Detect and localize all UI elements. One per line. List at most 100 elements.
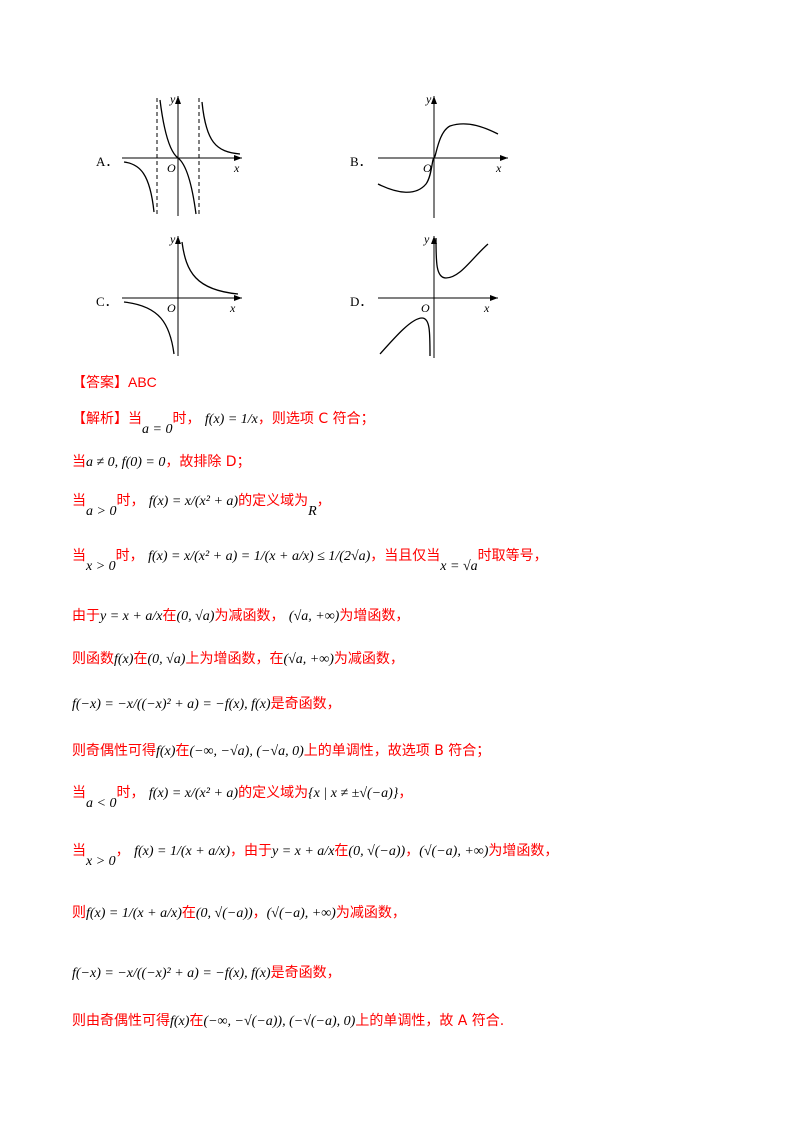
formula-inequality: f(x) = x/(x² + a) = 1/(x + a/x) ≤ 1/(2√a… <box>148 549 371 564</box>
text: 时， <box>115 548 144 564</box>
formula-y: y = x + a/x <box>100 609 163 624</box>
condition-x-positive: x > 0 <box>86 854 116 869</box>
analysis-line-13: 则由奇偶性可得f(x)在(−∞, −√(−a)), (−√(−a), 0)上的单… <box>72 1010 504 1030</box>
x-axis-label: x <box>229 301 236 315</box>
analysis-line-3: 当a > 0时， f(x) = x/(x² + a)的定义域为R， <box>72 490 331 519</box>
interval-1: (0, √a) <box>176 609 215 624</box>
text: 为增函数， <box>488 843 559 859</box>
interval-1: (0, √(−a)) <box>348 844 406 859</box>
condition-a-zero: a = 0 <box>142 422 173 437</box>
text: 为减函数， <box>335 905 406 921</box>
x-axis-label: x <box>483 301 490 315</box>
interval: (−∞, −√(−a)), (−√(−a), 0) <box>203 1014 356 1029</box>
y-axis-label: y <box>169 92 176 106</box>
origin-label: O <box>423 161 432 175</box>
option-b-label: B． <box>350 154 372 169</box>
analysis-line-11: 则f(x) = 1/(x + a/x)在(0, √(−a))，(√(−a), +… <box>72 902 406 922</box>
interval: (−∞, −√a), (−√a, 0) <box>189 744 304 759</box>
text: 当 <box>72 548 86 564</box>
analysis-line-12: f(−x) = −x/((−x)² + a) = −f(x), f(x)是奇函数… <box>72 962 341 982</box>
text: ， <box>115 843 130 859</box>
x-axis-label: x <box>495 161 502 175</box>
option-c-label: C． <box>96 294 118 309</box>
interval-2: (√(−a), +∞) <box>266 906 336 921</box>
text: 上的单调性，故 A 符合. <box>355 1013 505 1029</box>
analysis-line-2: 当a ≠ 0, f(0) = 0，故排除 D； <box>72 451 251 471</box>
text: 时， <box>172 411 201 427</box>
formula-f-reciprocal: f(x) = 1/(x + a/x) <box>134 844 230 859</box>
origin-label: O <box>167 301 176 315</box>
y-axis-label: y <box>425 92 432 106</box>
origin-label: O <box>167 161 176 175</box>
interval-1: (0, √(−a)) <box>195 906 253 921</box>
text: 是奇函数， <box>270 696 341 712</box>
analysis-line-5: 由于y = x + a/x在(0, √a)为减函数， (√a, +∞)为增函数， <box>72 605 409 625</box>
text: 是奇函数， <box>270 965 341 981</box>
text: 由于 <box>72 608 100 624</box>
interval-2: (√a, +∞) <box>288 609 340 624</box>
text: 的定义域为 <box>238 785 309 801</box>
text: 为增函数， <box>339 608 410 624</box>
formula-f0: a ≠ 0, f(0) = 0 <box>86 455 166 470</box>
y-axis-label: y <box>169 232 176 246</box>
text: 为减函数， <box>333 651 404 667</box>
graph-d: y x O <box>378 232 498 358</box>
text: ， <box>405 843 420 859</box>
text: 上为增函数，在 <box>185 651 284 667</box>
text: 的定义域为 <box>238 493 309 509</box>
domain-r: R <box>308 504 317 519</box>
graph-b: y x O <box>377 92 508 218</box>
analysis-line-10: 当x > 0， f(x) = 1/(x + a/x)，由于y = x + a/x… <box>72 840 559 869</box>
formula-f-definition: f(x) = x/(x² + a) <box>148 786 239 801</box>
text: 则 <box>72 905 86 921</box>
option-d-label: D． <box>350 294 373 309</box>
text: 当 <box>72 454 86 470</box>
text: 在 <box>175 743 190 759</box>
x-axis-label: x <box>233 161 240 175</box>
answer-value: ABC <box>128 374 157 390</box>
answer-line: 【答案】ABC <box>72 372 157 392</box>
text: 在 <box>162 608 177 624</box>
text: 当 <box>72 785 86 801</box>
text: 时， <box>116 493 145 509</box>
interval-1: (0, √a) <box>147 652 186 667</box>
fx: f(x) <box>114 652 134 667</box>
text: 上的单调性，故选项 B 符合； <box>303 743 491 759</box>
graph-a: y x O <box>122 92 242 216</box>
condition-a-positive: a > 0 <box>86 504 117 519</box>
analysis-line-9: 当a < 0时， f(x) = x/(x² + a)的定义域为{x | x ≠ … <box>72 782 413 811</box>
equality-condition: x = √a <box>440 559 478 574</box>
text: 当 <box>72 493 86 509</box>
formula-y: y = x + a/x <box>271 844 335 859</box>
analysis-tag: 【解析】 <box>72 411 128 427</box>
text: ， <box>252 905 267 921</box>
formula-f-inverse: f(x) = 1/x <box>204 412 258 427</box>
formula-odd: f(−x) = −x/((−x)² + a) = −f(x), f(x) <box>72 966 271 981</box>
formula-odd: f(−x) = −x/((−x)² + a) = −f(x), f(x) <box>72 697 271 712</box>
text: ， <box>398 785 413 801</box>
y-axis-label: y <box>423 232 430 246</box>
text: ，则选项 C 符合； <box>257 411 375 427</box>
domain-set: {x | x ≠ ±√(−a)} <box>308 786 399 801</box>
text: 在 <box>181 905 196 921</box>
analysis-line-8: 则奇偶性可得f(x)在(−∞, −√a), (−√a, 0)上的单调性，故选项 … <box>72 740 490 760</box>
analysis-line-7: f(−x) = −x/((−x)² + a) = −f(x), f(x)是奇函数… <box>72 693 341 713</box>
answer-tag: 【答案】 <box>72 375 128 391</box>
text: 在 <box>189 1013 204 1029</box>
fx: f(x) <box>156 744 176 759</box>
interval-2: (√a, +∞) <box>283 652 334 667</box>
text: 则由奇偶性可得 <box>72 1013 170 1029</box>
text: ，当且仅当 <box>370 548 441 564</box>
text: 在 <box>133 651 148 667</box>
formula-f-definition: f(x) = x/(x² + a) <box>148 494 239 509</box>
text: ，故排除 D； <box>165 454 251 470</box>
graph-c: y x O <box>122 232 242 356</box>
text: 为减函数， <box>214 608 285 624</box>
condition-a-negative: a < 0 <box>86 796 117 811</box>
text: ， <box>316 493 331 509</box>
analysis-line-6: 则函数f(x)在(0, √a)上为增函数，在(√a, +∞)为减函数， <box>72 648 404 668</box>
text: 时取等号， <box>477 548 548 564</box>
formula-f-reciprocal: f(x) = 1/(x + a/x) <box>86 906 182 921</box>
condition-x-positive: x > 0 <box>86 559 116 574</box>
origin-label: O <box>421 301 430 315</box>
